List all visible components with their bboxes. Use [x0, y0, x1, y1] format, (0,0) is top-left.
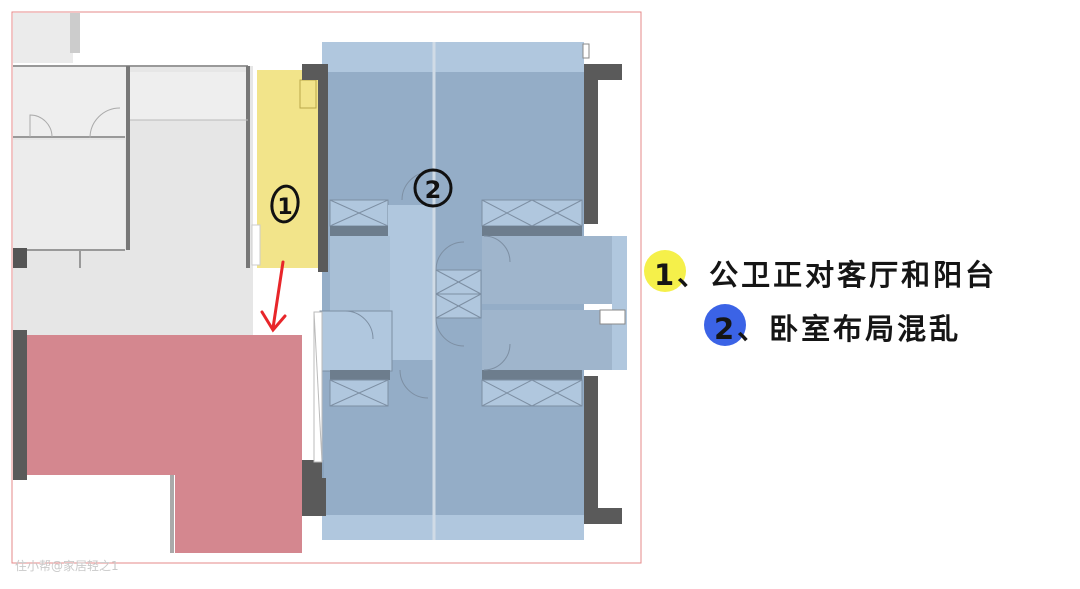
red-arrow-icon [260, 260, 287, 333]
yellow-bathroom-area [257, 70, 322, 268]
annotation-circle-1: 1 [270, 184, 300, 224]
blue-bedroom-area [319, 42, 627, 540]
watermark-text: 住小帮@家居轻之1 [15, 559, 119, 573]
legend-text-1: 1、公卫正对客厅和阳台 [654, 258, 998, 292]
annotation-label-1: 1 [277, 195, 292, 220]
red-balcony-area [175, 475, 302, 553]
annotation-circle-2: 2 [413, 168, 453, 208]
left-rooms [13, 13, 253, 480]
legend-item-2: 2、卧室布局混乱 [700, 300, 1080, 350]
legend-badge-1 [644, 250, 686, 292]
annotation-label-2: 2 [425, 176, 442, 204]
red-living-area [27, 335, 302, 475]
legend-badge-2 [704, 304, 746, 346]
legend-text-2: 2、卧室布局混乱 [714, 312, 962, 346]
walls [302, 43, 622, 524]
legend-item-1: 1、公卫正对客厅和阳台 [640, 246, 1080, 296]
